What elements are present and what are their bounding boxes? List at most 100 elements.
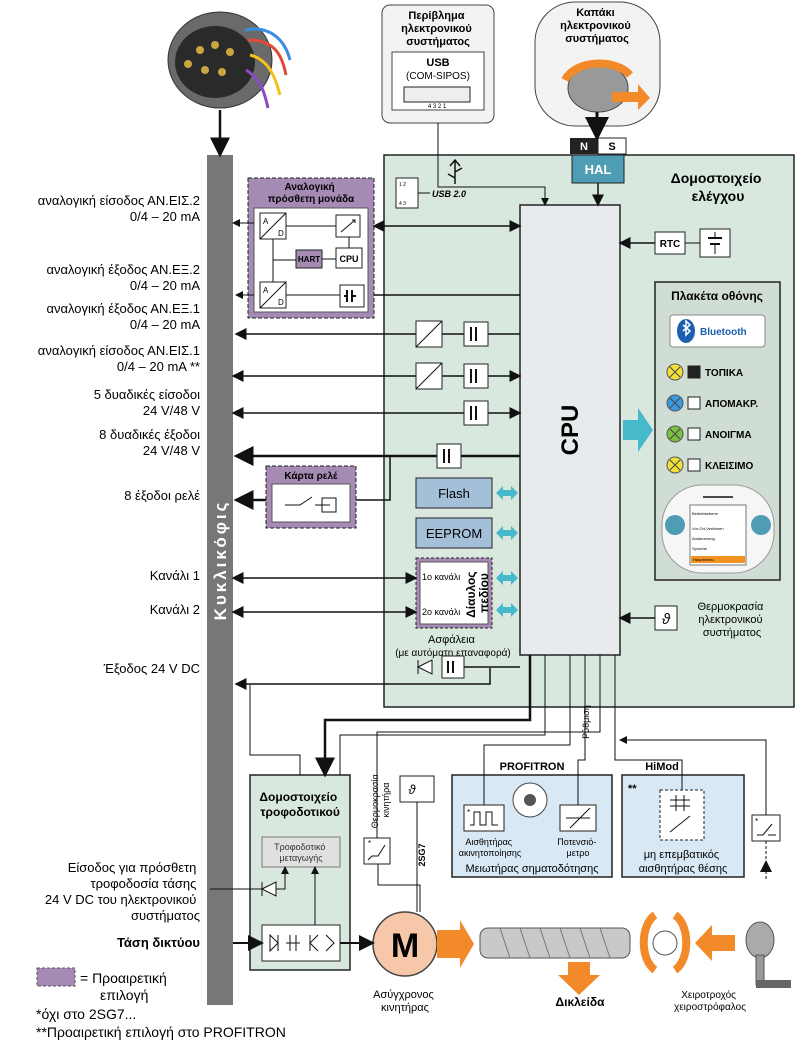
motor-theta: ϑ xyxy=(408,782,416,797)
himod-sensor-label: μη επεμβατικός αισθητήρας θέσης xyxy=(639,849,728,875)
cover-label: Καπάκι ηλεκτρονικού συστήματος xyxy=(560,7,634,45)
adjust-label: Ρύθμιση xyxy=(581,705,591,739)
led-mode-icon xyxy=(687,427,701,441)
led-label: ΑΝΟΙΓΜΑ xyxy=(705,430,752,441)
cpu-to-display-arrow xyxy=(623,408,653,452)
hal-label: HAL xyxy=(585,162,612,177)
svg-text:D: D xyxy=(278,229,284,238)
eeprom-label: EEPROM xyxy=(426,526,482,541)
flash-bus-arrow xyxy=(496,486,518,500)
motor-temp-sensor xyxy=(399,775,435,803)
io-label: Έξοδος 24 V DC xyxy=(103,661,200,676)
led-mode-icon xyxy=(687,396,701,410)
flash-label: Flash xyxy=(438,486,470,501)
electronics-housing-label: Περίβλημα ηλεκτρονικού συστήματος xyxy=(401,10,475,48)
motor-temp-label: Θερμοκρασία κινητήρα xyxy=(370,772,391,828)
bluetooth-badge xyxy=(669,314,766,348)
worm-shaft-icon xyxy=(479,927,631,959)
legend-note-1: *όχι στο 2SG7... xyxy=(36,1006,136,1022)
control-module-title: Δομοστοιχείο ελέγχου xyxy=(671,170,766,204)
lcd-screen xyxy=(689,504,747,566)
motor-label: Ασύγχρονος κινητήρας xyxy=(373,989,437,1014)
flash-block xyxy=(415,477,493,509)
handwheel-label: Χειροτροχός χειροστρόφαλος xyxy=(674,989,746,1013)
theta-icon: ϑ xyxy=(662,611,671,628)
svg-text:*: * xyxy=(368,839,371,848)
sg7-label: 2SG7 xyxy=(417,843,427,866)
legend-optional: = Προαιρετική επιλογή xyxy=(80,970,171,1003)
legend-swatch xyxy=(36,967,76,987)
switching-psu xyxy=(261,836,341,868)
usb-small-pins-top: 1 2 xyxy=(399,182,406,188)
lcd-line-3: Sprache xyxy=(692,546,708,551)
led-mode-icon xyxy=(687,458,701,472)
signal-reducer-label: Μειωτήρας σηματοδότησης xyxy=(465,863,598,875)
hal-block xyxy=(571,154,625,184)
cpu-block xyxy=(519,204,621,656)
io-label: Κανάλι 1 xyxy=(150,568,200,583)
lcd-line-2: Ansteuerung xyxy=(692,536,715,541)
ns-n-label: N xyxy=(580,141,588,153)
legend-note-2: **Προαιρετική επιλογή στο PROFITRON xyxy=(36,1024,286,1040)
motion-sensor-label: Αισθητήρας ακινητοποίησης xyxy=(459,837,522,858)
cpu-label: CPU xyxy=(557,405,584,456)
svg-text:A: A xyxy=(263,286,269,295)
eeprom-bus-arrow xyxy=(496,526,518,540)
io-label: 8 έξοδοι ρελέ xyxy=(124,488,200,503)
fuse-label: Ασφάλεια (με αυτόματη επαναφορά) xyxy=(395,634,511,659)
fieldbus-title: Δίαυλος πεδίου xyxy=(464,568,491,618)
usb-sub-label: (COM-SIPOS) xyxy=(406,71,470,82)
handwheel-arrow xyxy=(695,925,735,961)
fieldbus-arrow-2 xyxy=(496,603,518,617)
lock-label: Δικλείδα xyxy=(555,995,605,1009)
usb-symbol-icon xyxy=(447,158,463,184)
himod-title: HiMod xyxy=(645,761,679,773)
ns-s-label: S xyxy=(608,141,615,153)
motor-letter: M xyxy=(391,927,419,965)
fieldbus-ch1: 1ο κανάλι xyxy=(422,572,460,582)
rotation-icon xyxy=(639,911,691,974)
hand-crank-icon xyxy=(745,921,791,988)
fieldbus-arrow-1 xyxy=(496,571,518,585)
round-plug-label: Κυκλικόφις xyxy=(211,500,230,621)
rtc-label: RTC xyxy=(660,239,681,250)
usb-port-icon xyxy=(403,86,471,103)
usb-small-pins-bottom: 4 3 xyxy=(399,201,406,207)
temp-electronics-label: Θερμοκρασία ηλεκτρονικού συστήματος xyxy=(698,601,767,639)
addon-cpu-label: CPU xyxy=(339,254,358,264)
relay-contact-icon xyxy=(285,496,337,513)
svg-text:A: A xyxy=(263,217,269,226)
diode-icon xyxy=(416,659,433,675)
mains-label: Τάση δικτύου xyxy=(117,935,200,950)
display-board-title: Πλακέτα οθόνης xyxy=(671,289,763,303)
round-connector-icon xyxy=(167,11,292,109)
profitron-title: PROFITRON xyxy=(500,761,565,773)
lcd-line-4: Hauptmenu xyxy=(693,557,714,562)
switching-psu-label: Τροφοδοτικό μεταγωγής xyxy=(274,842,328,863)
led-label: ΑΠΟΜΑΚΡ. xyxy=(705,399,758,410)
svg-text:D: D xyxy=(278,298,284,307)
round-plug-bus xyxy=(207,155,233,1005)
svg-text:*: * xyxy=(467,808,470,817)
rectifier-block xyxy=(261,924,341,962)
motor-shaft-arrow xyxy=(437,920,474,968)
aux-supply-label: Είσοδος για πρόσθετη τροφοδοσία τάσης 24… xyxy=(45,860,200,923)
usb-pins: 4 3 2 1 xyxy=(428,104,447,110)
io-label: Κανάλι 2 xyxy=(150,602,200,617)
fieldbus-ch2: 2ο κανάλι xyxy=(422,607,460,617)
led-label: ΤΟΠΙΚΑ xyxy=(705,368,743,379)
usb-label: USB xyxy=(426,57,449,69)
bluetooth-label: Bluetooth xyxy=(700,327,747,338)
potentiometer-label: Ποτενσιό- μετρο xyxy=(557,837,599,858)
position-sensor xyxy=(659,789,705,841)
lcd-line-0: Betriebsebene xyxy=(692,511,719,516)
